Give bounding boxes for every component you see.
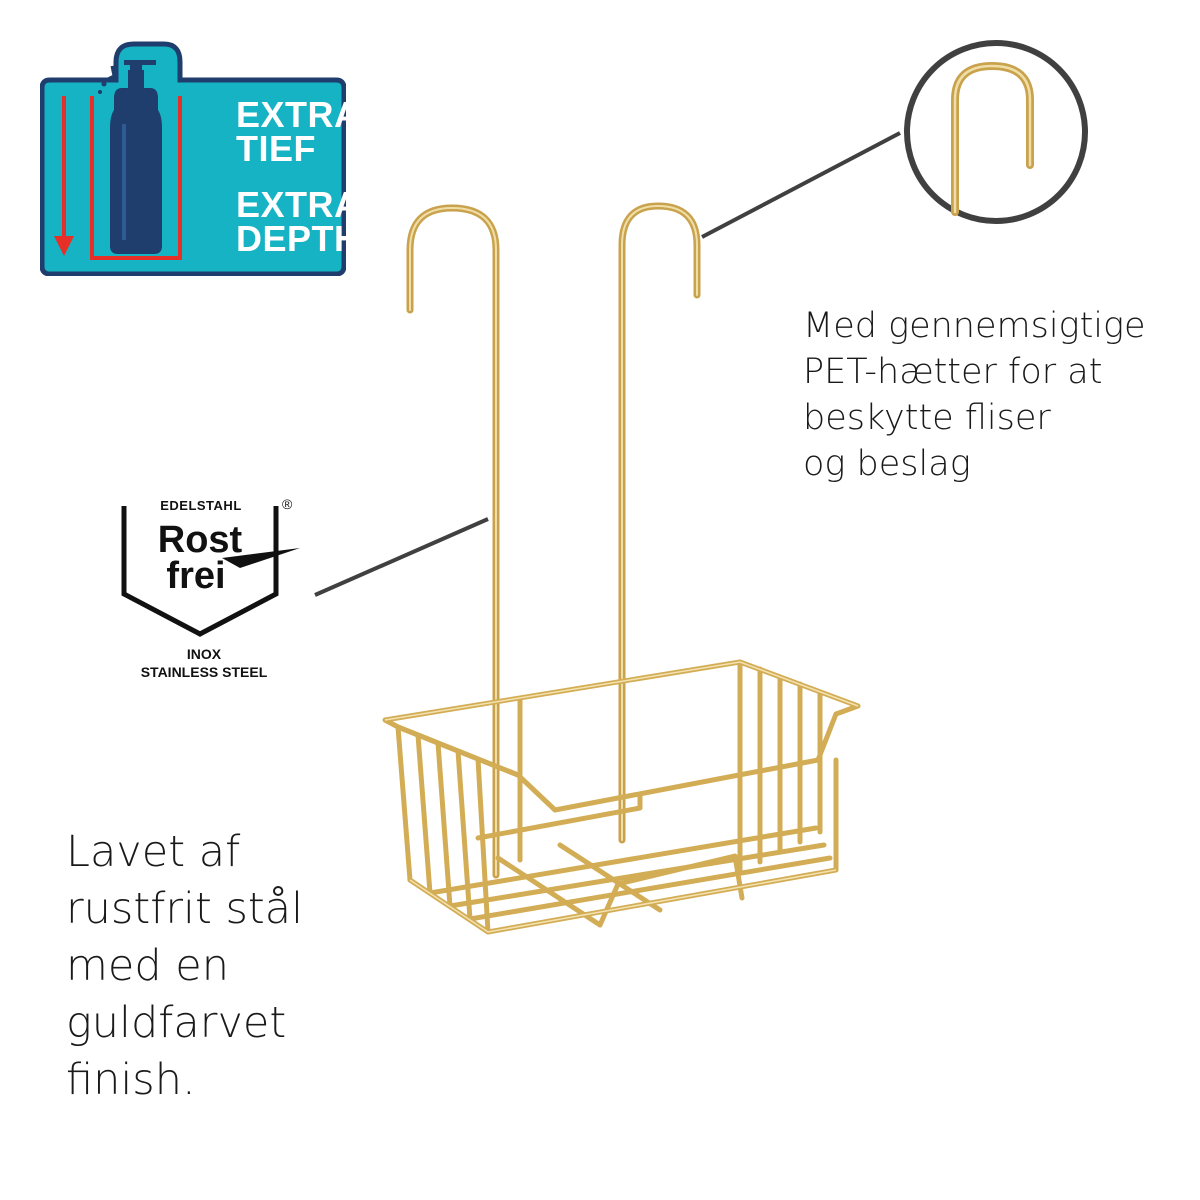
seal-edelstahl: EDELSTAHL [160,498,242,513]
badge-text-tief: TIEF [236,128,316,169]
seal-frei: frei [166,555,226,597]
bottle-icon [98,60,162,254]
wire-basket-highlight [384,661,859,933]
caption-left-line-3: med en [66,941,230,991]
caption-left-line-1: Lavet af [66,827,241,877]
shield-icon [121,506,300,637]
seal-registered-mark: ® [282,496,293,512]
badge-text-extra-1: EXTRA [236,94,361,135]
caption-material: Lavet af rustfrit stål med en guldfarvet… [66,824,386,1109]
caption-right-line-4: og beslag [803,444,971,484]
seal-inox: INOX [186,646,222,662]
caption-left-line-2: rustfrit stål [66,884,304,934]
badge-text-depth: DEPTH [236,218,361,259]
extra-depth-badge: EXTRA TIEF EXTRA DEPTH [40,40,360,276]
seal-rost: Rost [157,519,243,561]
caption-pet-caps: Med gennemsigtige PET-hætter for at besk… [803,303,1183,487]
caption-left-line-5: finish. [66,1055,196,1105]
hook-zoom-circle [904,40,1088,224]
caddy-hooks [406,202,701,879]
badge-text-extra-2: EXTRA [236,184,361,225]
callout-line-steel [314,517,489,597]
callout-line-hook [701,131,901,239]
caption-right-line-3: beskytte fliser [803,398,1051,438]
caption-right-line-2: PET-hætter for at [803,352,1103,392]
seal-stainless-steel: STAINLESS STEEL [140,664,268,680]
caption-right-line-1: Med gennemsigtige [803,306,1146,346]
rostfrei-seal: EDELSTAHL ® Rost frei INOX STAINLESS STE… [118,496,308,688]
caption-left-line-4: guldfarvet [66,998,287,1048]
